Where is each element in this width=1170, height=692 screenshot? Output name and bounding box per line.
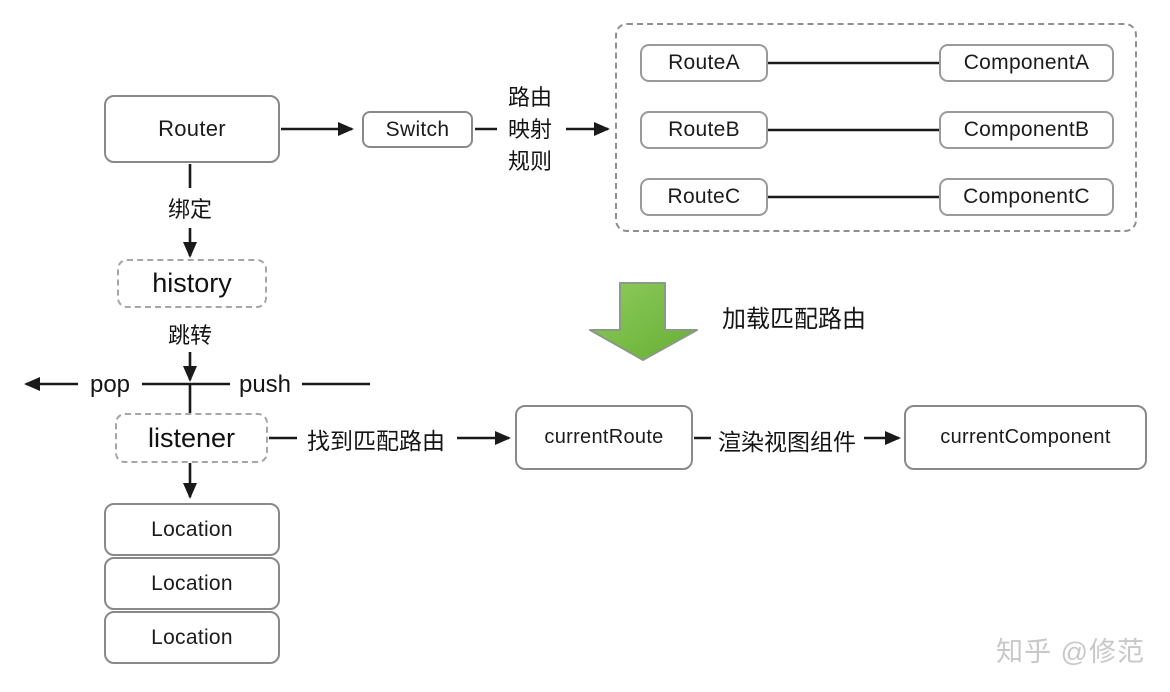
route-mapping-rules-label: 路由 映射 规则	[507, 85, 552, 174]
find-matching-route-label: 找到匹配路由	[307, 428, 445, 454]
route-mapping-group	[615, 23, 1137, 232]
pop-label: pop	[89, 371, 131, 398]
jump-label: 跳转	[167, 323, 212, 348]
route-a-node: RouteA	[640, 44, 768, 82]
location-node-2: Location	[104, 557, 280, 610]
history-node: history	[117, 259, 267, 308]
current-component-node: currentComponent	[904, 405, 1147, 470]
location-node-3: Location	[104, 611, 280, 664]
load-matching-route-label: 加载匹配路由	[722, 306, 866, 333]
push-label: push	[238, 371, 292, 398]
component-b-node: ComponentB	[939, 111, 1114, 149]
router-node: Router	[104, 95, 280, 163]
route-b-node: RouteB	[640, 111, 768, 149]
location-node-1: Location	[104, 503, 280, 556]
watermark: 知乎 @修范	[996, 637, 1145, 667]
green-down-arrow-icon	[589, 282, 698, 361]
component-a-node: ComponentA	[939, 44, 1114, 82]
bind-label: 绑定	[167, 197, 212, 222]
current-route-node: currentRoute	[515, 405, 693, 470]
route-c-node: RouteC	[640, 178, 768, 216]
render-view-component-label: 渲染视图组件	[718, 429, 856, 455]
switch-node: Switch	[362, 111, 473, 148]
component-c-node: ComponentC	[939, 178, 1114, 216]
listener-node: listener	[115, 413, 268, 463]
